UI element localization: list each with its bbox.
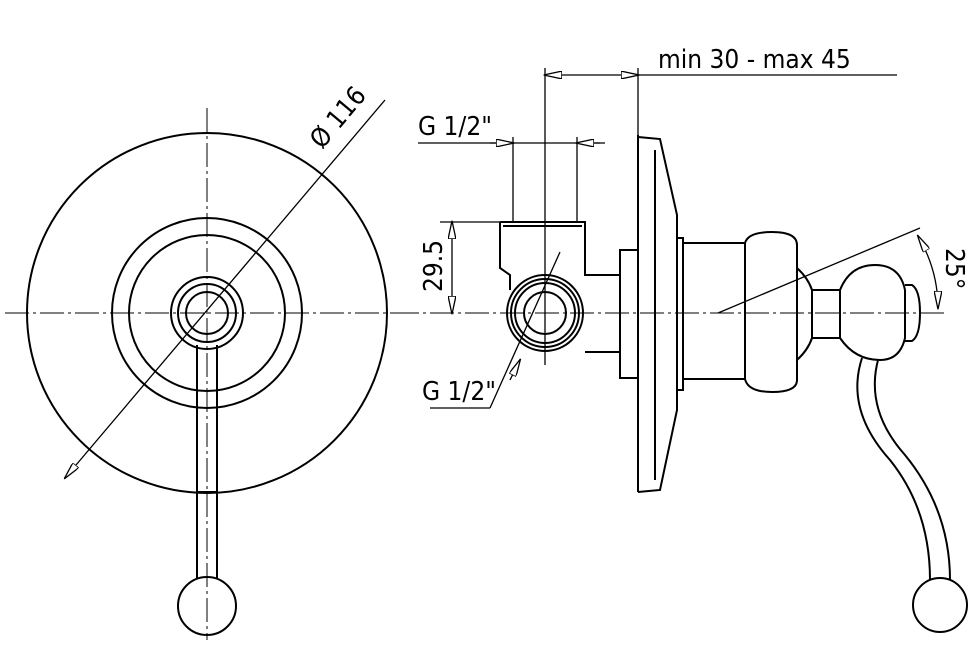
- angle-label: 25°: [939, 248, 969, 289]
- outlet-thread-label: G 1/2": [422, 377, 496, 407]
- hub-inner: [185, 291, 229, 335]
- diameter-label: Ø 116: [304, 81, 372, 154]
- lever-front: [196, 345, 218, 578]
- side-view: min 30 - max 45 G 1/2" 29.5 G 1/2" 25°: [395, 45, 969, 633]
- outlet-leader: [430, 251, 561, 409]
- lever-sleeve: [811, 289, 841, 339]
- outlet-ring-2: [510, 278, 580, 348]
- outlet-arrow: [510, 360, 520, 381]
- lever-handle: [856, 357, 951, 581]
- angle-line: [717, 227, 921, 314]
- fitting-body: [499, 221, 620, 353]
- outlet-ring-4: [523, 291, 567, 335]
- height-label: 29.5: [419, 240, 449, 292]
- valve-body: [682, 242, 746, 380]
- hub-outer: [170, 276, 244, 350]
- bonnet-neck: [796, 267, 813, 361]
- bonnet: [744, 230, 798, 394]
- outlet-ring-1: [506, 274, 584, 352]
- hub-mid: [177, 283, 237, 343]
- ring-outer: [111, 217, 303, 409]
- lever-ball-side: [912, 577, 968, 633]
- outlet-ring-3: [514, 282, 576, 344]
- inlet-thread-label: G 1/2": [418, 112, 492, 142]
- front-view: Ø 116: [5, 81, 405, 640]
- lever-knob: [839, 263, 906, 362]
- angle-arc: [918, 236, 938, 308]
- lever-ball: [177, 576, 237, 636]
- lever-cap: [905, 284, 922, 342]
- ring-inner: [128, 234, 286, 392]
- diameter-dimension-line: [65, 99, 386, 478]
- flange: [619, 249, 639, 379]
- wall-depth-label: min 30 - max 45: [658, 45, 851, 75]
